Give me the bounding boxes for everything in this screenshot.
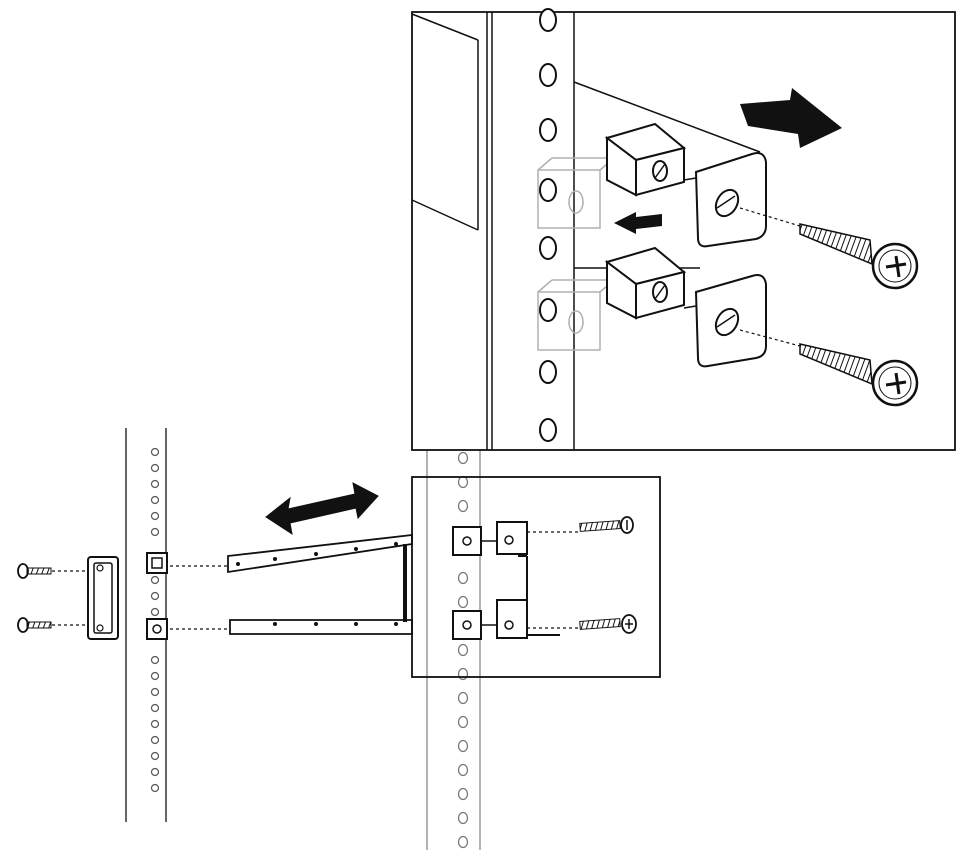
- rail-hole: [150, 751, 160, 761]
- rear-screw-bottom: [17, 617, 88, 633]
- rail-hole: [457, 595, 469, 609]
- rear-cage-nut-bottom: [146, 618, 168, 640]
- rail-hole: [457, 835, 469, 849]
- rail-hole: [150, 607, 160, 617]
- rail-hole: [150, 655, 160, 665]
- rear-rack-rail: [125, 428, 167, 822]
- rail-hole: [539, 118, 557, 142]
- rail-hole: [150, 463, 160, 473]
- front-mounting-bracket: [481, 521, 560, 639]
- cage-nut-top: [604, 122, 687, 197]
- mounting-ear-top: [683, 152, 767, 248]
- sliding-rail-extension: [170, 533, 413, 635]
- rail-hole: [539, 63, 557, 87]
- ghost-cage-nut-bottom: [537, 279, 615, 351]
- rail-hole: [457, 715, 469, 729]
- rail-hole: [150, 687, 160, 697]
- left-arrow-icon: [614, 212, 662, 234]
- enlarged-rack-rail: [486, 8, 575, 450]
- ghost-cage-nut-top: [537, 157, 615, 229]
- rail-hole: [150, 511, 160, 521]
- enlarged-rail-holes: [539, 8, 557, 442]
- front-cage-nut-top: [452, 526, 482, 556]
- front-screw-small-top: [527, 516, 634, 534]
- rail-hole: [150, 575, 160, 585]
- rail-hole: [457, 499, 469, 513]
- rail-hole: [539, 298, 557, 322]
- front-rack-rail: [426, 450, 481, 850]
- cage-nut-bottom: [604, 246, 687, 320]
- rail-hole: [150, 719, 160, 729]
- enlarged-detail-box: [411, 8, 956, 451]
- equipment-side-panel: [411, 13, 479, 231]
- rear-screw-top: [17, 563, 88, 579]
- phillips-screw-bottom: [739, 329, 919, 407]
- rail-hole: [457, 475, 469, 489]
- rail-hole: [150, 671, 160, 681]
- rail-hole: [457, 643, 469, 657]
- rail-hole: [457, 787, 469, 801]
- rear-flange-bracket: [87, 556, 119, 640]
- front-bracket-detail-box: [411, 476, 661, 678]
- rail-hole: [457, 691, 469, 705]
- rail-hole: [150, 447, 160, 457]
- rail-hole: [539, 8, 557, 32]
- right-arrow-icon: [740, 88, 842, 148]
- rail-hole: [457, 571, 469, 585]
- rear-cage-nut-top: [146, 552, 168, 574]
- rail-hole: [457, 763, 469, 777]
- rail-hole: [150, 735, 160, 745]
- rail-hole: [457, 739, 469, 753]
- rail-hole: [539, 236, 557, 260]
- rail-hole: [150, 495, 160, 505]
- front-cage-nut-bottom: [452, 610, 482, 640]
- front-screw-small-bottom: [527, 614, 637, 634]
- rail-hole: [457, 451, 469, 465]
- rail-hole: [150, 783, 160, 793]
- rail-hole: [150, 527, 160, 537]
- rail-hole: [150, 767, 160, 777]
- phillips-screw-icon: [739, 207, 919, 290]
- rail-hole: [539, 418, 557, 442]
- double-arrow-icon: [265, 482, 379, 536]
- rail-hole: [150, 703, 160, 713]
- mounting-ear-bottom: [683, 274, 767, 368]
- rail-hole: [150, 591, 160, 601]
- rail-hole: [539, 360, 557, 384]
- rear-rail-holes: [150, 447, 160, 793]
- front-rail-holes: [457, 451, 469, 849]
- rail-hole: [150, 479, 160, 489]
- rail-hole: [539, 178, 557, 202]
- rail-hole: [457, 811, 469, 825]
